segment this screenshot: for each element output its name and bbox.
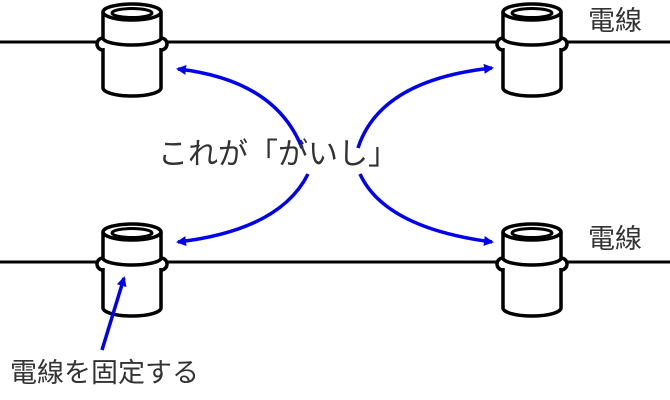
insulator-role-label: 電線を固定する xyxy=(10,358,199,389)
insulator-label: これが「がいし」 xyxy=(158,137,398,172)
insulator-icon xyxy=(495,2,569,98)
arrow-to-groove xyxy=(100,276,127,351)
insulator-icon xyxy=(95,2,169,98)
wire-label-top: 電線 xyxy=(588,6,642,37)
arrow-to-bottom-right xyxy=(358,173,494,246)
insulator-icon xyxy=(95,222,169,318)
arrow-to-top-right xyxy=(356,63,494,149)
wire-label-bottom: 電線 xyxy=(588,224,642,255)
insulator-icon xyxy=(495,222,569,318)
arrow-to-top-left xyxy=(176,64,304,149)
arrow-to-bottom-left xyxy=(176,173,310,247)
